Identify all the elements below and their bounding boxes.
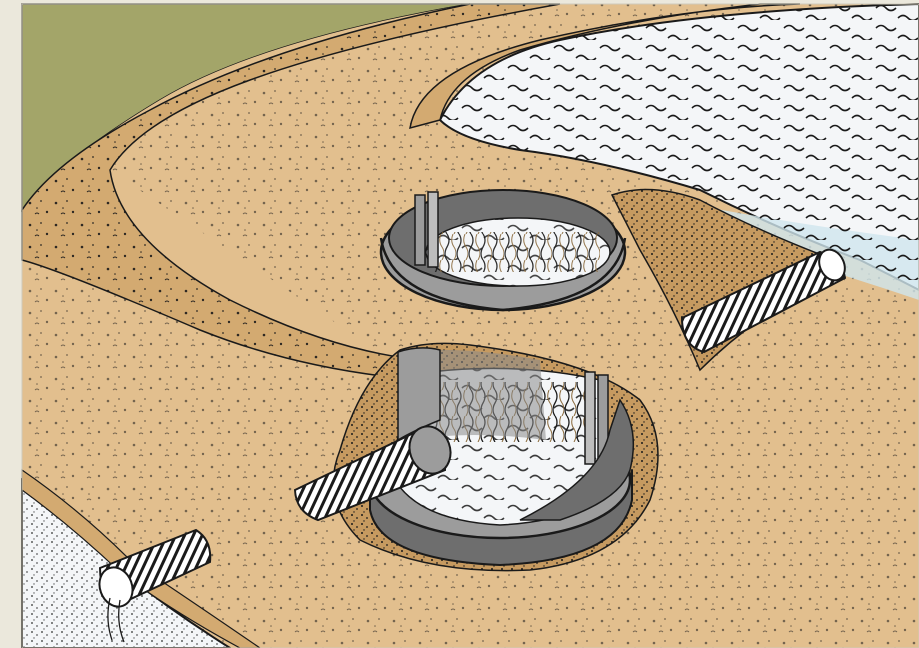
weir-structure-open (381, 190, 625, 310)
